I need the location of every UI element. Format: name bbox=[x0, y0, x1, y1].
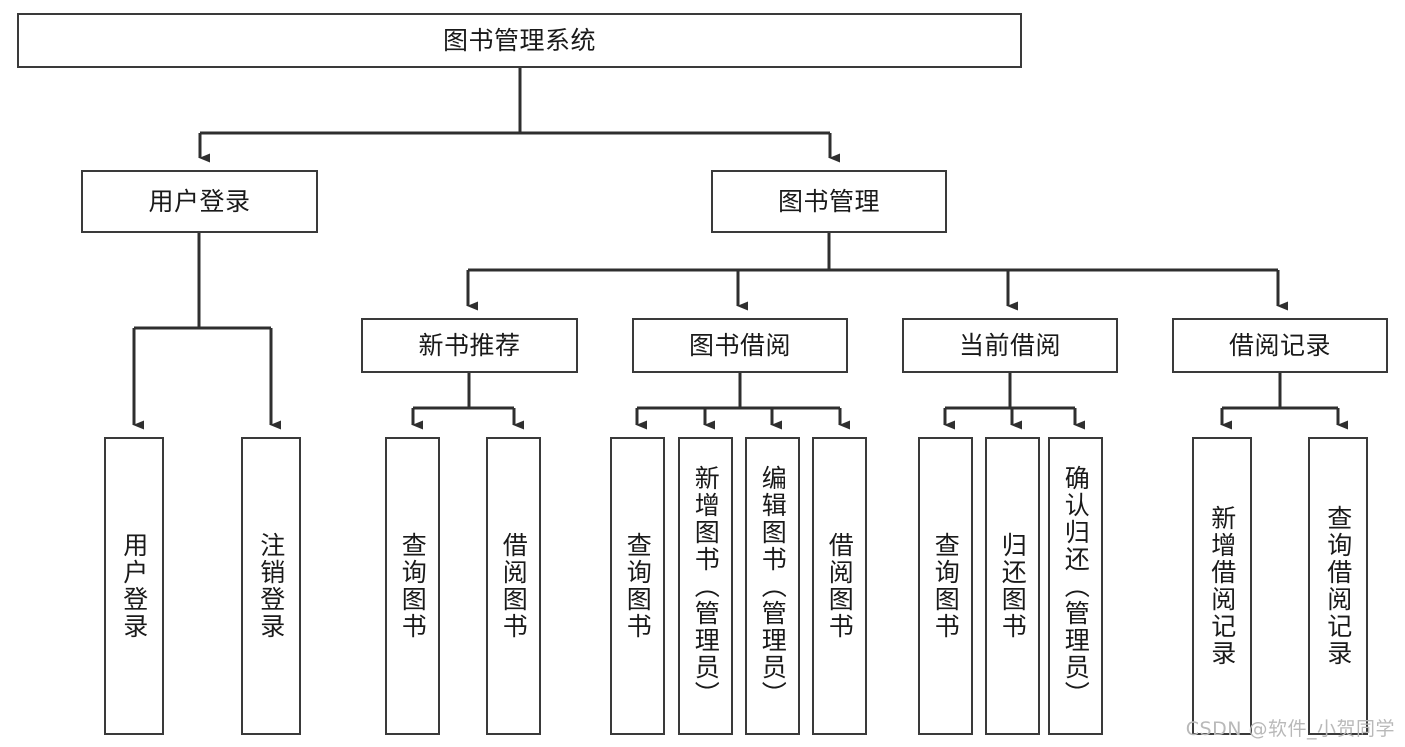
node-book-management[interactable]: 图书管理 bbox=[711, 170, 947, 233]
node-label: 查询借阅记录 bbox=[1323, 505, 1353, 667]
node-leaf-add-borrow-record[interactable]: 新增借阅记录 bbox=[1192, 437, 1252, 735]
node-label: 确认归还（管理员） bbox=[1061, 464, 1091, 708]
node-leaf-user-logout[interactable]: 注销登录 bbox=[241, 437, 301, 735]
node-label: 查询图书 bbox=[931, 532, 961, 640]
node-leaf-query-book-current[interactable]: 查询图书 bbox=[918, 437, 973, 735]
node-user-login[interactable]: 用户登录 bbox=[81, 170, 318, 233]
node-label: 归还图书 bbox=[998, 532, 1028, 640]
node-label: 借阅图书 bbox=[499, 532, 529, 640]
node-label: 图书管理系统 bbox=[442, 25, 596, 55]
node-current-borrow[interactable]: 当前借阅 bbox=[902, 318, 1118, 373]
node-root[interactable]: 图书管理系统 bbox=[17, 13, 1022, 68]
node-leaf-borrow-book[interactable]: 借阅图书 bbox=[812, 437, 867, 735]
node-leaf-add-book[interactable]: 新增图书（管理员） bbox=[678, 437, 733, 735]
node-label: 当前借阅 bbox=[958, 330, 1061, 360]
node-leaf-return-book[interactable]: 归还图书 bbox=[985, 437, 1040, 735]
node-label: 借阅图书 bbox=[825, 532, 855, 640]
csdn-watermark: CSDN @软件_小贺同学 bbox=[1185, 718, 1395, 740]
node-borrow-records[interactable]: 借阅记录 bbox=[1172, 318, 1388, 373]
node-label: 用户登录 bbox=[119, 532, 149, 640]
node-label: 图书借阅 bbox=[688, 330, 791, 360]
node-label: 查询图书 bbox=[398, 532, 428, 640]
node-leaf-query-book-borrow[interactable]: 查询图书 bbox=[610, 437, 665, 735]
node-label: 借阅记录 bbox=[1228, 330, 1331, 360]
node-label: 新书推荐 bbox=[418, 330, 521, 360]
node-label: 编辑图书（管理员） bbox=[758, 464, 788, 708]
node-leaf-borrow-book-recommend[interactable]: 借阅图书 bbox=[486, 437, 541, 735]
node-new-book-recommend[interactable]: 新书推荐 bbox=[361, 318, 578, 373]
node-label: 新增图书（管理员） bbox=[691, 464, 721, 708]
node-label: 图书管理 bbox=[777, 186, 880, 216]
node-leaf-user-login[interactable]: 用户登录 bbox=[104, 437, 164, 735]
node-label: 查询图书 bbox=[623, 532, 653, 640]
node-leaf-edit-book[interactable]: 编辑图书（管理员） bbox=[745, 437, 800, 735]
node-leaf-confirm-return[interactable]: 确认归还（管理员） bbox=[1048, 437, 1103, 735]
node-label: 新增借阅记录 bbox=[1207, 505, 1237, 667]
node-leaf-query-book-recommend[interactable]: 查询图书 bbox=[385, 437, 440, 735]
node-label: 用户登录 bbox=[148, 186, 251, 216]
node-book-borrow[interactable]: 图书借阅 bbox=[632, 318, 848, 373]
node-label: 注销登录 bbox=[256, 532, 286, 640]
node-leaf-query-borrow-record[interactable]: 查询借阅记录 bbox=[1308, 437, 1368, 735]
